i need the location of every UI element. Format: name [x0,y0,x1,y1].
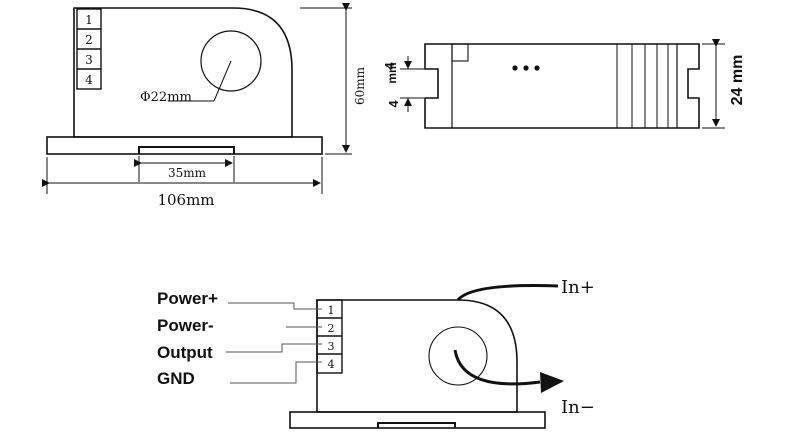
conductor-in-plus [456,284,559,302]
height-dimension [300,3,352,155]
signal-power-minus: Power- [157,316,214,335]
front-body-outline [73,7,293,138]
side-body-outline [424,43,700,129]
wiring-pin-labels: 1 2 3 4 [328,304,335,371]
front-pin-2: 2 [85,33,93,47]
side-dots [512,65,540,71]
side-height-label: 24 mm [729,55,746,106]
in-plus-label: In+ [561,277,595,298]
signal-wires [226,302,322,384]
wiring-body-outline [316,299,518,413]
wiring-base-foot [377,422,456,428]
front-view [46,7,323,155]
wiring-view [289,299,546,429]
signal-power-plus: Power+ [157,289,218,308]
wiring-base-plate [289,411,546,429]
slot-label-value: 4 [382,62,397,70]
slot-label-unit: mm [385,62,399,83]
side-corner-mark [451,43,469,62]
slot-label-lower: 4 [386,100,401,108]
wire-gnd [230,361,322,384]
front-pin-1: 1 [85,13,93,27]
height-label: 60mm [353,66,367,105]
front-base-foot [138,146,235,154]
width-dimension [42,157,323,194]
hole-leader [213,60,232,102]
base-dimension [134,156,235,182]
slot-dimension [400,56,424,112]
front-pin-labels: 1 2 3 4 [85,13,93,87]
wiring-pin-1: 1 [328,304,335,317]
front-pin-4: 4 [85,73,93,87]
side-height-dimension [702,39,725,129]
wiring-pin-4: 4 [328,358,335,371]
current-hole [200,30,262,92]
conductor-arrowhead [540,372,564,393]
conductor-through [453,349,541,386]
wiring-hole [428,326,488,386]
front-pin-3: 3 [85,53,93,67]
wire-power-plus [228,302,322,310]
width-label: 106mm [157,191,214,209]
wire-output [226,343,322,353]
hole-diameter-label: Φ22mm [140,90,192,105]
signal-output: Output [157,343,213,362]
side-view [424,43,700,129]
signal-labels: Power+ Power- Output GND [157,289,218,388]
wiring-pin-2: 2 [328,322,335,335]
signal-gnd: GND [157,369,195,388]
front-base-plate [46,136,323,155]
in-minus-label: In− [561,397,595,418]
wiring-pin-3: 3 [328,340,335,353]
base-label: 35mm [168,166,207,180]
